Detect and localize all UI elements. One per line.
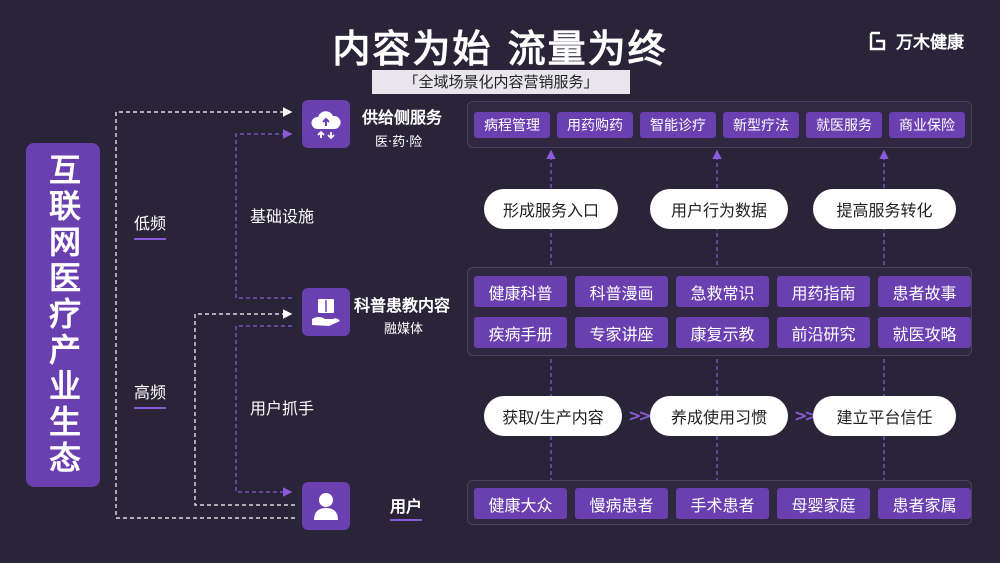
content-chip: 科普漫画 (575, 276, 668, 307)
content-chip: 患者故事 (878, 276, 971, 307)
grab-label: 用户抓手 (250, 399, 315, 418)
supply-chip: 智能诊疗 (640, 112, 716, 138)
user-chip: 慢病患者 (575, 488, 668, 519)
industry-ecosystem-label: 互联网医疗产业生态 (44, 153, 82, 477)
low-freq-line (115, 107, 295, 519)
content-panel: 健康科普 科普漫画 急救常识 用药指南 患者故事 疾病手册 专家讲座 康复示教 … (467, 267, 972, 356)
flow-pill: 提高服务转化 (813, 189, 956, 229)
content-chip: 康复示教 (676, 317, 769, 348)
supply-chip: 新型疗法 (723, 112, 799, 138)
supply-node-label: 供给侧服务 (362, 108, 443, 127)
low-freq-label: 低频 (134, 210, 167, 240)
book-hand-icon (312, 299, 340, 326)
user-node-label: 用户 (390, 493, 423, 521)
content-chip: 健康科普 (474, 276, 567, 307)
user-chip: 手术患者 (676, 488, 769, 519)
user-node-icon-box (302, 482, 350, 530)
user-icon (314, 493, 338, 520)
content-node-label: 科普患教内容 (354, 296, 451, 315)
flow-pill: 形成服务入口 (484, 189, 618, 229)
supply-node-icon-box (302, 100, 350, 148)
content-chip: 疾病手册 (474, 317, 567, 348)
supply-chip: 病程管理 (474, 112, 550, 138)
supply-chip: 用药购药 (557, 112, 633, 138)
content-chip: 专家讲座 (575, 317, 668, 348)
content-chip: 就医攻略 (878, 317, 971, 348)
user-chip: 患者家属 (878, 488, 971, 519)
content-node-sub: 融媒体 (384, 322, 424, 337)
double-chevron-icon: >> (794, 406, 818, 425)
grab-line (235, 325, 293, 497)
supply-chip: 商业保险 (889, 112, 965, 138)
flow-pill: 养成使用习惯 (650, 396, 788, 436)
supply-node-sub: 医·药·险 (375, 135, 423, 150)
content-chip: 急救常识 (676, 276, 769, 307)
cloud-upload-icon (311, 111, 341, 140)
flow-pill: 获取/生产内容 (484, 396, 622, 436)
page-subtitle: 「全域场景化内容营销服务」 (372, 70, 630, 94)
industry-ecosystem-bar: 互联网医疗产业生态 (26, 143, 100, 487)
user-groups-panel: 健康大众 慢病患者 手术患者 母婴家庭 患者家属 (467, 480, 972, 525)
double-chevron-icon: >> (628, 406, 652, 425)
high-freq-line (194, 309, 295, 506)
supply-services-panel: 病程管理 用药购药 智能诊疗 新型疗法 就医服务 商业保险 (467, 101, 972, 148)
content-chip: 用药指南 (777, 276, 870, 307)
brand-name: 万木健康 (896, 33, 964, 53)
infra-label: 基础设施 (250, 207, 315, 226)
user-chip: 母婴家庭 (777, 488, 870, 519)
user-chip: 健康大众 (474, 488, 567, 519)
high-freq-label: 高频 (134, 379, 167, 409)
page-title: 内容为始 流量为终 (332, 27, 668, 71)
content-node-icon-box (302, 288, 350, 336)
content-chip: 前沿研究 (777, 317, 870, 348)
flow-pill: 建立平台信任 (813, 396, 956, 436)
supply-chip: 就医服务 (806, 112, 882, 138)
brand-logo-icon (869, 31, 886, 50)
flow-pill: 用户行为数据 (650, 189, 788, 229)
brand-logo: 万木健康 (868, 28, 964, 53)
infra-line (235, 129, 293, 299)
